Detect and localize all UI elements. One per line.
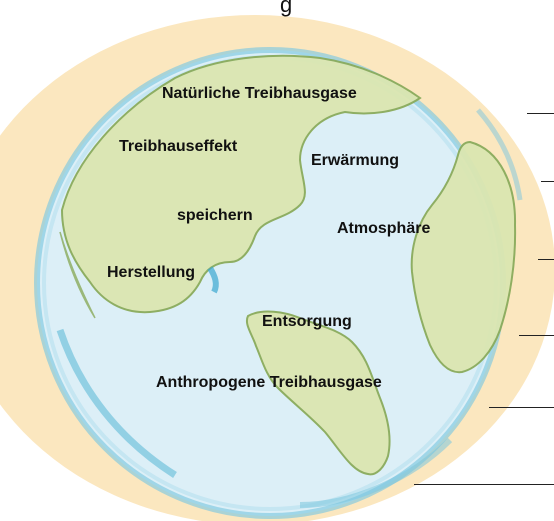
term-herstellung: Herstellung bbox=[107, 265, 195, 281]
header-fragment: g bbox=[280, 0, 292, 16]
term-erwaermung: Erwärmung bbox=[311, 153, 399, 169]
term-treibhauseffekt: Treibhauseffekt bbox=[119, 139, 237, 155]
term-natuerliche-treibhausgase: Natürliche Treibhausgase bbox=[162, 86, 357, 102]
answer-line[interactable] bbox=[541, 181, 554, 182]
answer-line[interactable] bbox=[538, 259, 554, 260]
answer-line[interactable] bbox=[519, 335, 554, 336]
term-entsorgung: Entsorgung bbox=[262, 314, 352, 330]
term-anthropogene-treibhausgase: Anthropogene Treibhausgase bbox=[156, 375, 382, 391]
term-speichern: speichern bbox=[177, 208, 253, 224]
answer-line[interactable] bbox=[414, 484, 554, 485]
term-atmosphaere: Atmosphäre bbox=[337, 221, 430, 237]
answer-line[interactable] bbox=[489, 407, 554, 408]
answer-line[interactable] bbox=[527, 113, 554, 114]
